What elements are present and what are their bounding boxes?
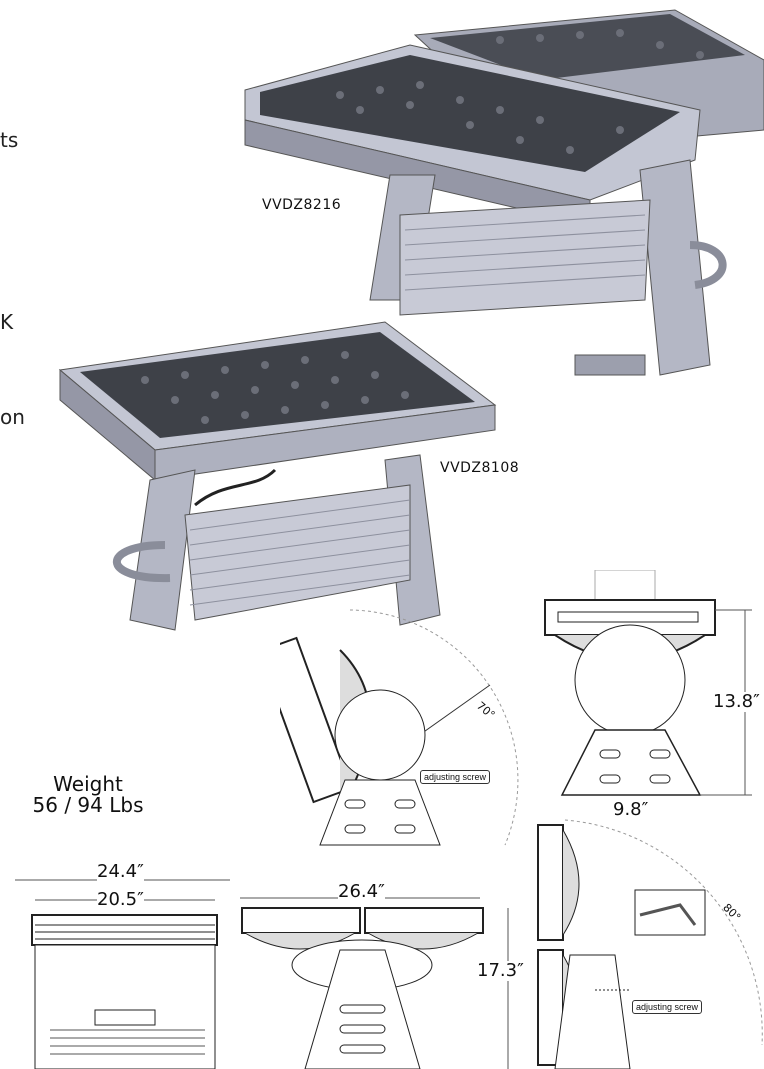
front-view-drawing [540,570,764,805]
edge-text-2: K [0,310,14,334]
dimension-height-13-8: 13.8″ [713,691,760,712]
model-label-vvdz8108: VVDZ8108 [440,460,520,476]
tilt-80-diagram [537,819,763,1069]
dimension-inner-20-5: 20.5″ [97,889,144,910]
top-view-drawing [10,870,235,1069]
single-fixture-illustration [58,321,497,631]
weight-block: Weight 56 / 94 Lbs [18,774,158,816]
double-front-view-drawing [240,890,530,1069]
edge-text-1: ts [0,128,19,152]
double-fixture-illustration [244,9,764,376]
top-view-diagram [15,879,230,1069]
adjusting-screw-label-1: adjusting screw [420,770,491,784]
edge-text-3: on [0,405,25,429]
tilted-70-drawing [280,600,520,850]
product-photo-vvdz8108 [55,320,505,650]
tilt-70-diagram [280,609,519,846]
front-view-diagram [544,570,752,796]
weight-label: Weight [53,772,123,796]
double-front-diagram [240,897,509,1069]
dimension-overall-24-4: 24.4″ [97,861,144,882]
tilted-80-drawing [530,815,764,1069]
adjusting-screw-label-2: adjusting screw [632,1000,703,1014]
model-label-vvdz8216: VVDZ8216 [262,197,342,213]
dimension-double-height-17-3: 17.3″ [477,960,524,981]
dimension-double-width-26-4: 26.4″ [338,881,385,902]
product-photo-vvdz8216 [240,0,764,400]
weight-value: 56 / 94 Lbs [32,793,144,817]
dimension-base-9-8: 9.8″ [613,799,649,820]
